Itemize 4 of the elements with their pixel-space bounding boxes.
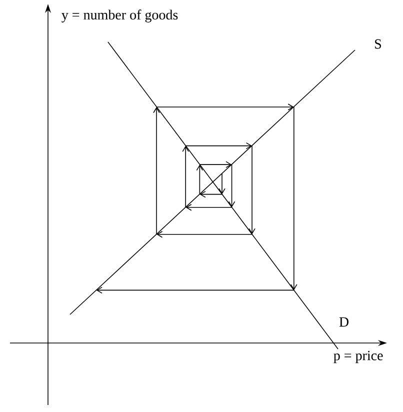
- axis-label: y = number of goods: [62, 10, 178, 22]
- axis-label: D: [339, 317, 348, 327]
- axis-label: S: [375, 39, 382, 49]
- axis-label: p = price: [334, 350, 383, 364]
